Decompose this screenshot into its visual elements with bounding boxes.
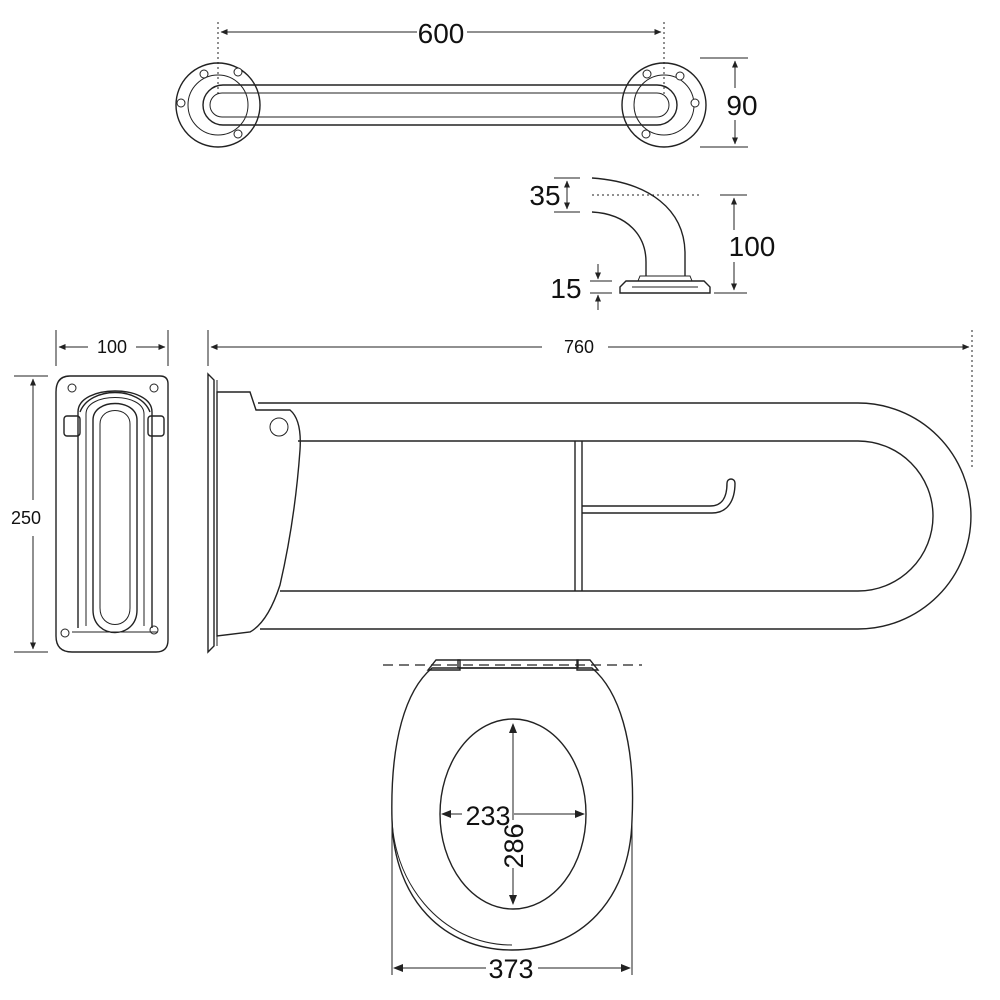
grab-bar-tube <box>202 84 678 126</box>
dim-label-35: 35 <box>529 180 560 211</box>
dim-label-600: 600 <box>418 18 465 49</box>
dim-label-233: 233 <box>465 801 510 831</box>
seat-top-view: 286 233 373 <box>383 659 642 984</box>
dim-label-15: 15 <box>550 273 581 304</box>
dim-label-286: 286 <box>499 823 529 868</box>
dim-label-250: 250 <box>11 508 41 528</box>
left-flange-inner <box>187 74 249 136</box>
dim-label-373: 373 <box>488 954 533 984</box>
dim-label-90: 90 <box>726 90 757 121</box>
dim-label-bracket-100: 100 <box>97 337 127 357</box>
grab-rail-side-view: 35 100 15 <box>529 177 776 310</box>
hinged-rail-side-view: 760 <box>207 330 973 654</box>
dim-label-760: 760 <box>564 337 594 357</box>
dim-label-100: 100 <box>729 231 776 262</box>
grab-bar-inner <box>209 92 670 118</box>
grab-rail-top-view: 600 90 <box>175 18 758 148</box>
wall-bracket-front-view: 100 250 <box>11 330 169 653</box>
left-flange-outer <box>175 62 261 148</box>
